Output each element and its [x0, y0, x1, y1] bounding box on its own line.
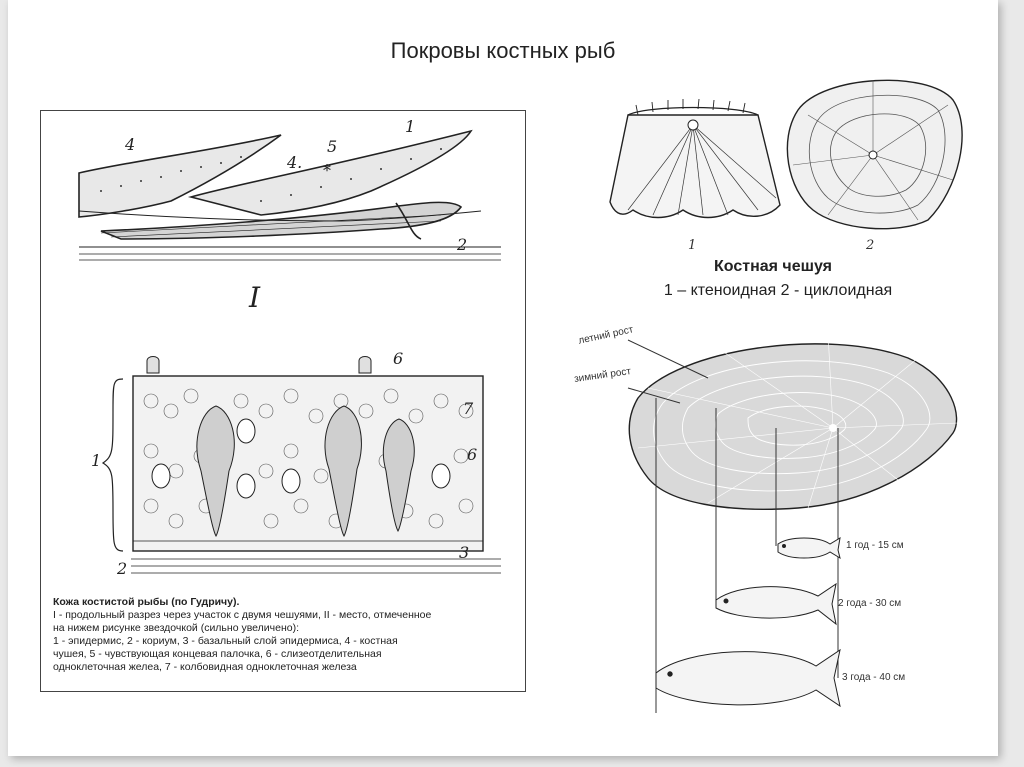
fish-2	[715, 582, 837, 626]
age-label-3: 3 года - 40 см	[842, 672, 906, 683]
scale-subtitle: 1 – ктеноидная 2 - циклоидная	[663, 282, 893, 299]
scale-section-drawing	[78, 129, 501, 261]
fish-3	[655, 648, 841, 708]
age-label-2: 2 года - 30 см	[838, 598, 902, 609]
caption-line: Кожа костистой рыбы (по Гудричу).	[53, 596, 240, 608]
caption-line: I - продольный разрез через участок с дв…	[53, 609, 432, 621]
label-6-right: 6	[467, 445, 478, 464]
skin-section-diagram	[78, 129, 501, 574]
roman-label: I	[249, 281, 261, 314]
age-label-1: 1 год - 15 см	[846, 540, 904, 551]
label-2-top: 2	[457, 235, 468, 254]
caption-line: на нижем рисунке звездочкой (сильно увел…	[53, 622, 300, 634]
scale-title: Костная чешуя	[714, 258, 832, 275]
label-7: 7	[463, 399, 474, 418]
scale-number-2: 2	[866, 238, 875, 253]
skin-section-panel: 4 4. 5 * 1 2 I 6 7 1 6 2 3 Кожа костисто…	[40, 110, 526, 692]
label-1-top: 1	[405, 117, 416, 136]
fish-1	[777, 537, 841, 560]
label-1-bottom: 1	[91, 451, 102, 470]
label-6-top: 6	[393, 349, 404, 368]
enlarged-skin-drawing	[101, 356, 501, 574]
caption-line: чушея, 5 - чувствующая концевая палочка,…	[53, 648, 382, 660]
slide: Покровы костных рыб	[8, 0, 998, 756]
growth-scale	[628, 332, 959, 510]
caption-line: одноклеточная желеа, 7 - колбовидная одн…	[53, 661, 357, 673]
label-4: 4	[125, 135, 136, 154]
scale-number-1: 1	[688, 238, 697, 253]
caption-line: 1 - эпидермис, 2 - кориум, 3 - базальный…	[53, 635, 398, 647]
ctenoid-scale	[609, 98, 781, 219]
summer-pointer	[627, 339, 709, 379]
scale-dots	[100, 148, 442, 202]
label-2-bottom: 2	[117, 559, 128, 578]
growth-diagram	[627, 332, 959, 713]
label-3: 3	[459, 543, 470, 562]
slide-title: Покровы костных рыб	[390, 38, 616, 63]
winter-pointer	[627, 387, 681, 404]
cycloid-scale	[786, 79, 963, 230]
label-4-dot: 4.	[287, 153, 303, 172]
scales-drawing	[609, 79, 963, 230]
label-5: 5	[327, 137, 338, 156]
skin-caption: Кожа костистой рыбы (по Гудричу). I - пр…	[53, 596, 515, 674]
label-asterisk: *	[323, 161, 331, 180]
